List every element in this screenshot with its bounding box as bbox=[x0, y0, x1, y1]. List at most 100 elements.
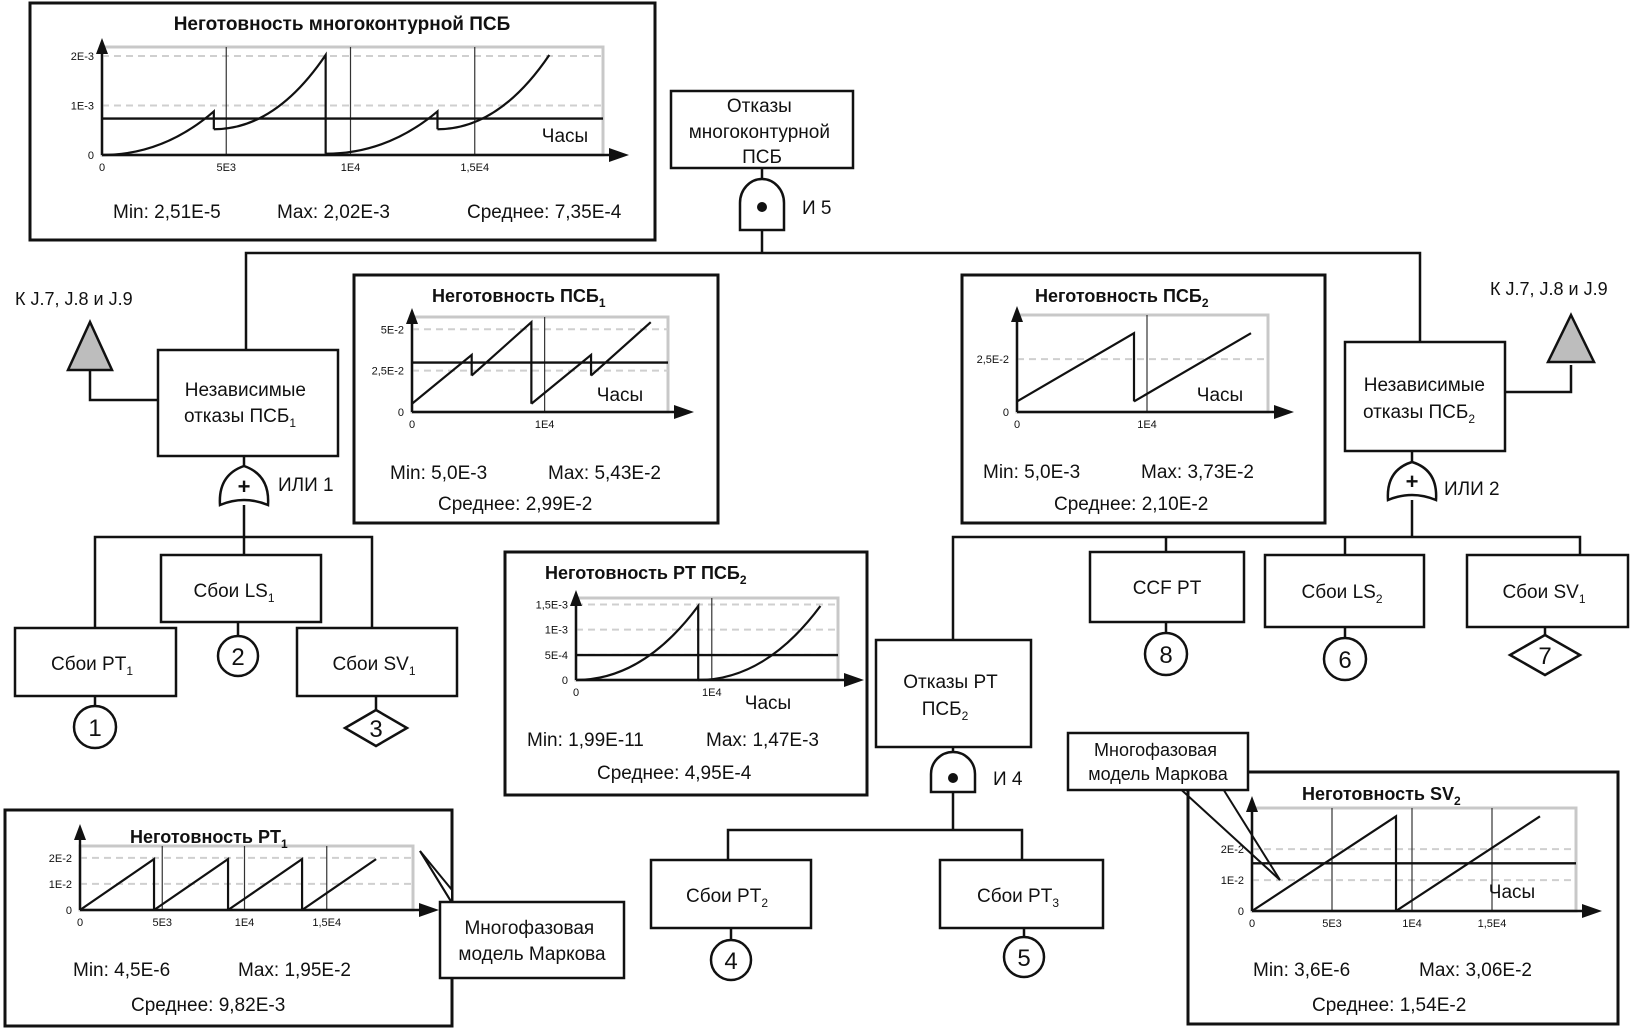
basic-event-6-label: 6 bbox=[1338, 647, 1351, 674]
series-line bbox=[1016, 331, 1252, 403]
x-tick-label: 5E3 bbox=[152, 917, 172, 929]
stat-mean: Среднее: 2,99E-2 bbox=[438, 494, 592, 515]
x-tick-label: 0 bbox=[409, 419, 415, 431]
y-tick-label: 2E-2 bbox=[1221, 844, 1244, 856]
or-gate-1: + bbox=[218, 464, 270, 507]
basic-event-6 bbox=[1322, 636, 1368, 682]
stat-mean: Среднее: 7,35E-4 bbox=[467, 202, 622, 223]
chart-stats-pt1: Min: 4,5E-6 Max: 1,95E-2 Среднее: 9,82E-… bbox=[73, 960, 351, 1016]
basic-event-1 bbox=[72, 704, 118, 750]
indep-psb2-label: Независимые отказы ПСБ2 bbox=[1363, 375, 1490, 426]
basic-event-5-label: 5 bbox=[1017, 945, 1030, 972]
y-tick-label: 0 bbox=[66, 905, 72, 917]
and-gate-4-label: И 4 bbox=[993, 769, 1023, 790]
y-axis-arrow bbox=[1246, 796, 1258, 812]
or-gate-1-label: ИЛИ 1 bbox=[278, 475, 334, 496]
y-tick-label: 1,5E-3 bbox=[536, 600, 568, 612]
transfer-triangle-right bbox=[1545, 312, 1597, 364]
chart-stats-psb1: Min: 5,0E-3 Max: 5,43E-2 Среднее: 2,99E-… bbox=[390, 463, 661, 515]
pt3-box bbox=[938, 858, 1105, 930]
x-tick-label: 1E4 bbox=[535, 419, 555, 431]
x-axis-arrow bbox=[1274, 405, 1294, 419]
ccf-pt-box bbox=[1088, 550, 1246, 624]
y-axis-arrow bbox=[96, 38, 108, 54]
svg-text:+: + bbox=[1406, 469, 1419, 494]
chart-title-psb1: Неготовность ПСБ1 bbox=[432, 286, 606, 310]
pt2-label: Сбои PT2 bbox=[686, 886, 768, 910]
sv1-right-label: Сбои SV1 bbox=[1502, 582, 1585, 606]
undeveloped-event-3-label: 3 bbox=[369, 716, 382, 743]
indep-psb1-label: Независимые отказы ПСБ1 bbox=[184, 380, 311, 430]
stat-mean: Среднее: 4,95E-4 bbox=[597, 763, 752, 784]
series-line bbox=[411, 319, 652, 405]
and-gate-5-label: И 5 bbox=[802, 198, 832, 219]
x-axis-arrow bbox=[609, 148, 629, 162]
plot-area bbox=[100, 45, 605, 157]
x-axis-arrow bbox=[844, 673, 864, 687]
plot-area bbox=[410, 315, 670, 414]
y-tick-label: 2E-2 bbox=[49, 853, 72, 865]
stat-max: Max: 3,06E-2 bbox=[1419, 960, 1532, 981]
chart-stats-pt-psb2: Min: 1,99E-11 Max: 1,47E-3 Среднее: 4,95… bbox=[527, 730, 819, 784]
undeveloped-event-7-label: 7 bbox=[1538, 643, 1551, 670]
x-tick-label: 1,5E4 bbox=[312, 917, 341, 929]
ls1-label: Сбои LS1 bbox=[194, 581, 275, 605]
stat-min: Min: 5,0E-3 bbox=[390, 463, 487, 484]
stat-max: Max: 2,02E-3 bbox=[277, 202, 390, 223]
sv1-left-label: Сбои SV1 bbox=[332, 654, 415, 678]
pt-fail-psb2-label: Отказы PT ПСБ2 bbox=[903, 672, 1002, 723]
or-gate-2: + bbox=[1386, 460, 1438, 502]
x-tick-label: 1E4 bbox=[1402, 918, 1422, 930]
stat-max: Max: 3,73E-2 bbox=[1141, 462, 1254, 483]
x-tick-label: 1E4 bbox=[702, 687, 722, 699]
y-tick-label: 1E-3 bbox=[545, 625, 568, 637]
ls2-box bbox=[1263, 553, 1426, 629]
chart-title-multi: Неготовность многоконтурной ПСБ bbox=[174, 14, 511, 35]
x-axis-label: Часы bbox=[597, 385, 643, 406]
ccf-pt-label: CCF PT bbox=[1133, 578, 1202, 599]
stat-min: Min: 3,6E-6 bbox=[1253, 960, 1350, 981]
stat-max: Max: 1,47E-3 bbox=[706, 730, 819, 751]
transfer-triangle-left bbox=[66, 318, 114, 372]
series-line bbox=[79, 857, 377, 911]
y-tick-label: 5E-4 bbox=[545, 650, 568, 662]
y-axis-arrow bbox=[74, 824, 86, 840]
y-tick-label: 0 bbox=[88, 150, 94, 162]
x-tick-label: 0 bbox=[1014, 419, 1020, 431]
svg-text:+: + bbox=[238, 474, 251, 499]
x-tick-label: 5E3 bbox=[216, 162, 236, 174]
x-axis-arrow bbox=[674, 405, 694, 419]
basic-event-1-label: 1 bbox=[88, 715, 101, 742]
indep-psb2-box bbox=[1343, 340, 1507, 453]
y-tick-label: 0 bbox=[562, 675, 568, 687]
sv1-right-box bbox=[1465, 553, 1630, 629]
stat-min: Min: 5,0E-3 bbox=[983, 462, 1080, 483]
x-axis-label: Часы bbox=[1489, 882, 1535, 903]
callout-markov-right: Многофазовая модель Маркова bbox=[1066, 731, 1281, 881]
ls2-label: Сбои LS2 bbox=[1302, 582, 1383, 606]
x-tick-label: 0 bbox=[77, 917, 83, 929]
chart-stats-multi: Min: 2,51E-5 Max: 2,02E-3 Среднее: 7,35E… bbox=[113, 202, 622, 223]
plot-area bbox=[574, 596, 840, 682]
x-axis-label: Часы bbox=[542, 126, 588, 147]
x-tick-label: 0 bbox=[1249, 918, 1255, 930]
pt2-box bbox=[649, 858, 813, 930]
basic-event-8 bbox=[1143, 631, 1189, 677]
undeveloped-event-7 bbox=[1507, 633, 1583, 677]
x-axis-label: Часы bbox=[1197, 385, 1243, 406]
x-tick-label: 1,5E4 bbox=[1478, 918, 1507, 930]
pt-fail-psb2-box bbox=[874, 638, 1033, 749]
x-axis-arrow bbox=[1582, 904, 1602, 918]
x-tick-label: 1E4 bbox=[235, 917, 255, 929]
sv1-left-box bbox=[295, 626, 459, 698]
pt1-box bbox=[13, 626, 178, 698]
callout-markov-left: Многофазовая модель Маркова bbox=[419, 850, 626, 980]
and-gate-5 bbox=[738, 177, 786, 232]
